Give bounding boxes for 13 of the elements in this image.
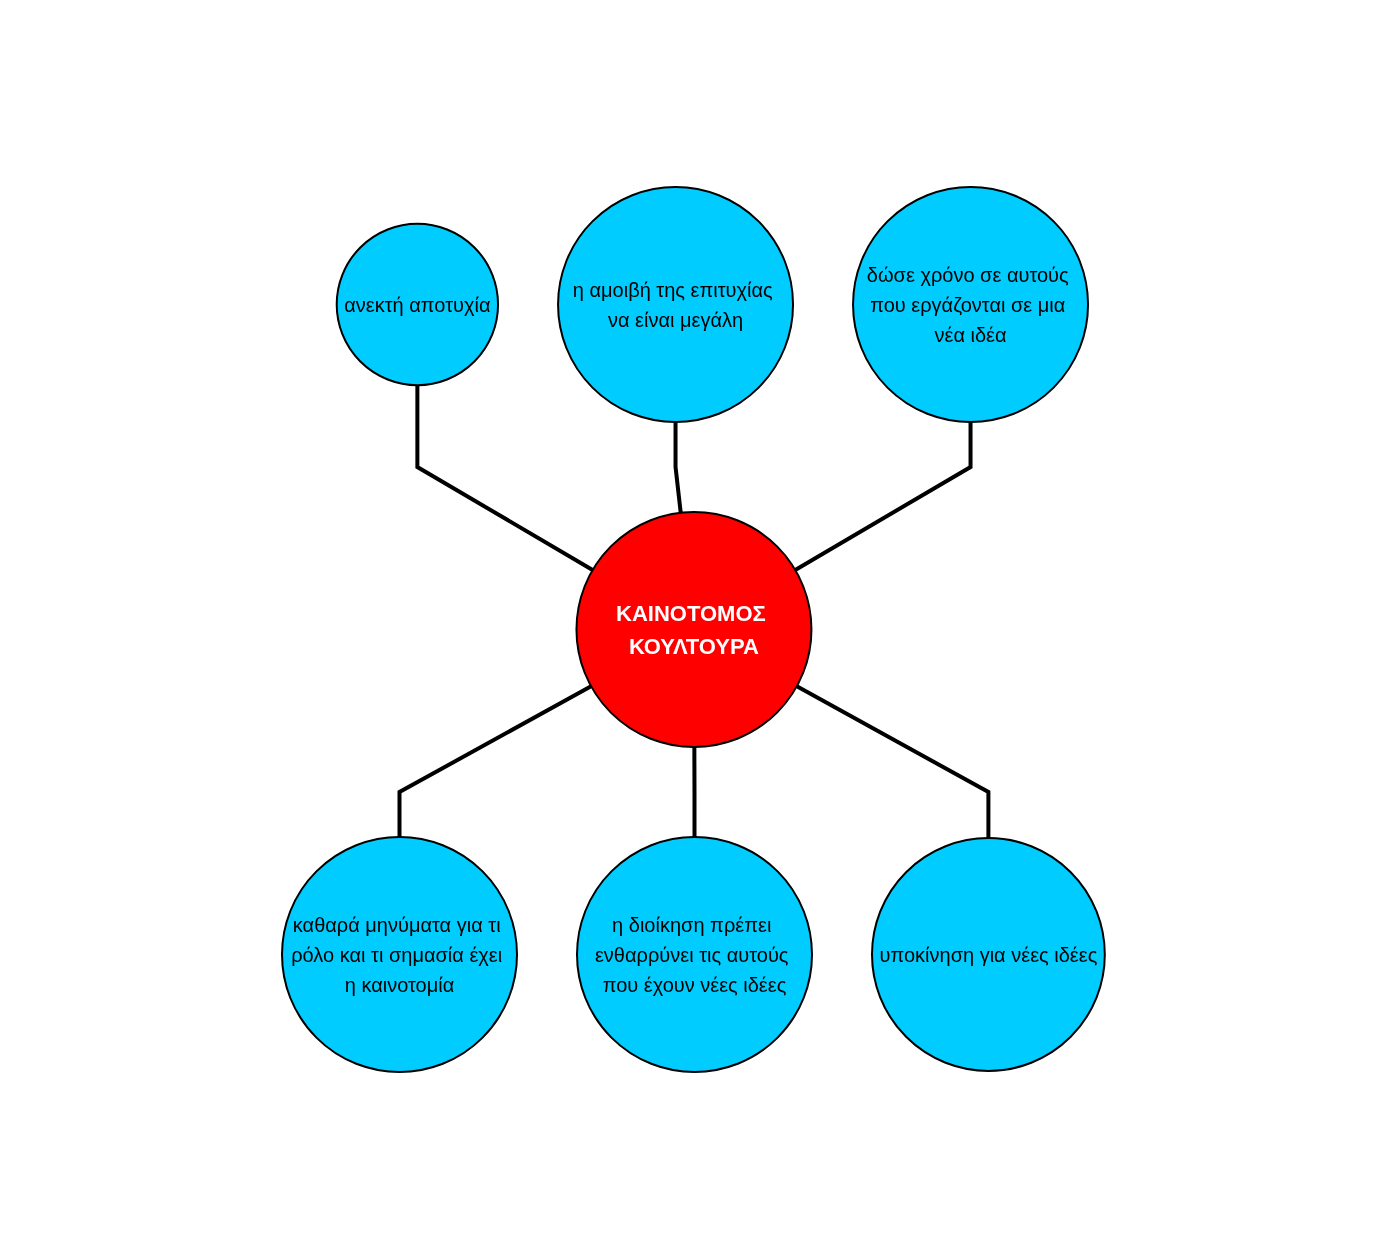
connector: [691, 746, 697, 837]
node-circle: δώσε χρόνο σε αυτούς που εργάζονται σε μια νέα ιδέα: [851, 185, 1089, 423]
node-circle: υποκίνηση για νέες ιδέες: [870, 836, 1106, 1072]
node-circle: καθαρά μηνύματα για τι ρόλο και τι σημασία έχει η καινοτομία: [280, 835, 518, 1073]
node-circle: ΚΑΙΝΟΤΟΜΟΣ ΚΟΥΛΤΟΥΡΑ: [575, 510, 813, 748]
connector: [793, 421, 973, 572]
connector: [414, 384, 594, 572]
connector: [397, 684, 592, 837]
connector: [673, 421, 683, 513]
node-circle: η αμοιβή της επιτυχίας να είναι μεγάλη: [556, 185, 794, 423]
connector: [795, 684, 990, 838]
node-circle: η διοίκηση πρέπει ενθαρρύνει τις αυτούς που έχουν νέες ιδέες: [575, 835, 813, 1073]
node-circle: ανεκτή αποτυχία: [335, 222, 499, 386]
